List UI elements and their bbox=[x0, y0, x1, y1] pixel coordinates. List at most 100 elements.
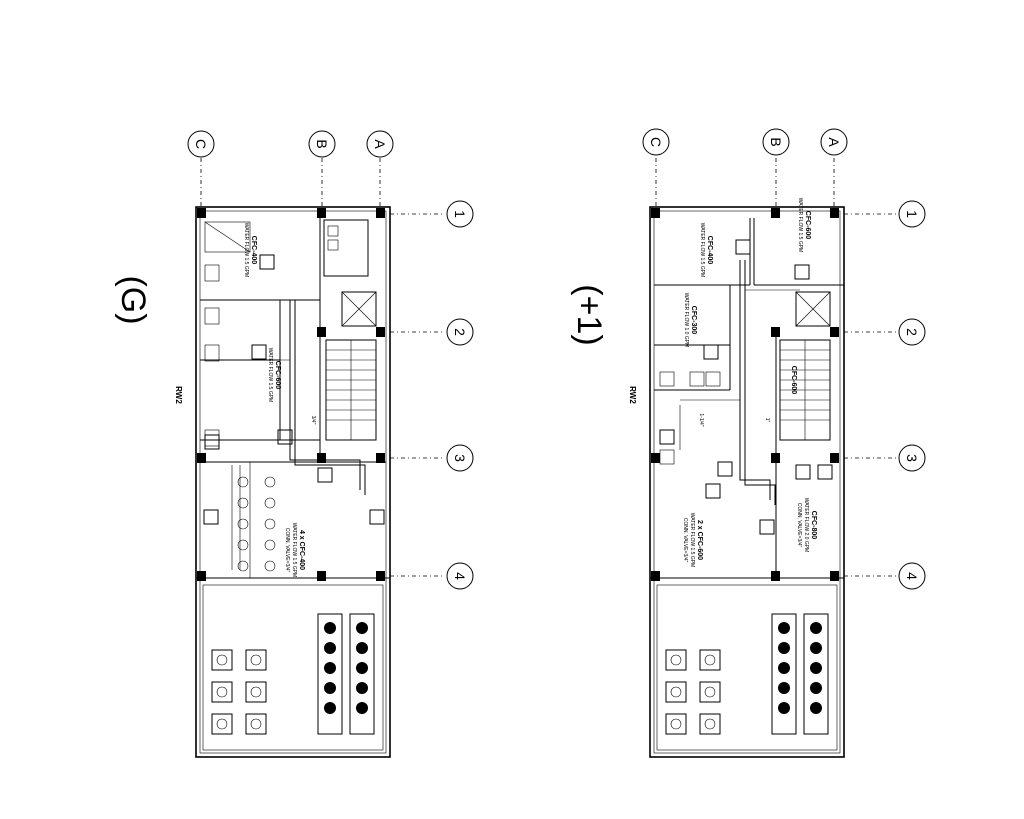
unit-note: WATER FLOW 1.5 GPM bbox=[689, 513, 695, 567]
grid-label-2: 2 bbox=[452, 328, 468, 336]
grid-bubble-a: A bbox=[820, 128, 848, 156]
column bbox=[830, 327, 839, 337]
unit-note: CONN. VALVE=3/4" bbox=[284, 528, 290, 573]
pipe-size: 3/4" bbox=[310, 416, 316, 425]
column bbox=[651, 571, 660, 581]
pipe-size: 1" bbox=[764, 418, 770, 423]
ground-outer-wall bbox=[195, 206, 391, 758]
column bbox=[317, 208, 326, 218]
ground-floor-plan: C B A 1 2 3 4 (G) RW2 CFC-4 bbox=[114, 130, 474, 758]
column bbox=[771, 571, 780, 581]
grid-label-2: 2 bbox=[904, 328, 920, 336]
grid-label-4: 4 bbox=[904, 572, 920, 580]
riser-label-first: RW2 bbox=[628, 386, 637, 404]
grid-label-4: 4 bbox=[452, 572, 468, 580]
wc-fixture bbox=[204, 264, 220, 282]
kitchen-sink bbox=[327, 225, 339, 237]
column bbox=[651, 208, 660, 218]
pipe-size: 1-1/4" bbox=[698, 413, 704, 426]
unit-label: CFC-600 bbox=[790, 366, 797, 395]
stair-treads bbox=[780, 340, 830, 440]
first-floor-plan: C B A 1 2 3 4 (+1) RW2 CFC-600 WATER FL bbox=[570, 128, 926, 758]
first-terrace bbox=[656, 584, 838, 751]
column bbox=[376, 208, 385, 218]
kitchen-sink bbox=[327, 239, 339, 251]
column bbox=[830, 208, 839, 218]
shower-area bbox=[204, 221, 251, 253]
wc-fixtures bbox=[659, 371, 721, 465]
column bbox=[830, 453, 839, 463]
column bbox=[376, 327, 385, 337]
column bbox=[197, 453, 206, 463]
grid-bubble-a: A bbox=[366, 130, 394, 158]
first-inner-wall bbox=[653, 210, 841, 754]
grid-label-b: B bbox=[314, 139, 330, 148]
fan-coil-units bbox=[203, 254, 385, 525]
unit-note: WATER FLOW 1.5 GPM bbox=[291, 523, 297, 577]
planters bbox=[317, 613, 375, 735]
column bbox=[317, 571, 326, 581]
terrace-tiles bbox=[665, 649, 721, 735]
column bbox=[771, 208, 780, 218]
grid-label-c: C bbox=[193, 139, 209, 149]
grid-label-a: A bbox=[372, 139, 388, 149]
grid-label-b: B bbox=[768, 137, 784, 146]
lavatories bbox=[237, 476, 276, 572]
terrace-tiles bbox=[211, 649, 267, 735]
column bbox=[317, 327, 326, 337]
grid-bubble-1: 1 bbox=[446, 200, 474, 228]
unit-note: WATER FLOW 1.5 GPM bbox=[797, 198, 803, 252]
elevator-cross bbox=[341, 291, 377, 327]
grid-bubble-4: 4 bbox=[446, 562, 474, 590]
grid-bubble-c: C bbox=[642, 128, 670, 156]
column bbox=[376, 571, 385, 581]
grid-label-3: 3 bbox=[904, 454, 920, 462]
elevator-shaft bbox=[795, 291, 831, 327]
grid-label-c: C bbox=[648, 137, 664, 147]
unit-label: CFC-600 bbox=[274, 361, 281, 390]
column bbox=[830, 571, 839, 581]
unit-note: WATER FLOW 1.0 GPM bbox=[683, 293, 689, 347]
stair-treads bbox=[326, 340, 376, 440]
wc-fixture bbox=[204, 344, 220, 362]
unit-note: WATER FLOW 1.5 GPM bbox=[267, 348, 273, 402]
level-label-first: (+1) bbox=[570, 284, 608, 345]
riser-label-ground: RW2 bbox=[174, 386, 183, 404]
grid-label-1: 1 bbox=[452, 210, 468, 218]
level-label-ground: (G) bbox=[114, 275, 152, 324]
column bbox=[376, 453, 385, 463]
unit-note: WATER FLOW 1.5 GPM bbox=[699, 223, 705, 277]
grid-bubble-b: B bbox=[308, 130, 336, 158]
column bbox=[317, 453, 326, 463]
grid-label-1: 1 bbox=[904, 210, 920, 218]
unit-label: CFC-600 bbox=[804, 211, 811, 240]
wc-fixture bbox=[204, 307, 220, 325]
column bbox=[197, 208, 206, 218]
planters bbox=[771, 613, 829, 735]
grid-bubble-3: 3 bbox=[898, 444, 926, 472]
unit-label: CFC-800 bbox=[810, 511, 817, 540]
first-outer-wall bbox=[649, 206, 845, 758]
ground-terrace bbox=[202, 584, 384, 751]
unit-note: WATER FLOW 2.0 GPM bbox=[803, 498, 809, 552]
unit-label: CFC-400 bbox=[706, 236, 713, 265]
fan-coil-units bbox=[659, 239, 833, 535]
ground-inner-wall bbox=[199, 210, 387, 754]
grid-bubble-1: 1 bbox=[898, 200, 926, 228]
chilled-water-pipes bbox=[231, 300, 366, 570]
column bbox=[651, 453, 660, 463]
elevator-shaft bbox=[341, 291, 377, 327]
unit-label: 4 x CFC-400 bbox=[298, 530, 305, 570]
unit-note: CONN. VALVE=3/4" bbox=[682, 518, 688, 563]
unit-note: CONN. VALVE=3/4" bbox=[796, 503, 802, 548]
unit-label: 2 x CFC-600 bbox=[696, 520, 703, 560]
grid-bubble-2: 2 bbox=[446, 318, 474, 346]
column bbox=[771, 327, 780, 337]
kitchen-counter bbox=[323, 219, 369, 277]
grid-label-3: 3 bbox=[452, 454, 468, 462]
grid-bubble-3: 3 bbox=[446, 444, 474, 472]
unit-label: CFC-300 bbox=[690, 306, 697, 335]
grid-bubble-4: 4 bbox=[898, 562, 926, 590]
grid-bubble-2: 2 bbox=[898, 318, 926, 346]
